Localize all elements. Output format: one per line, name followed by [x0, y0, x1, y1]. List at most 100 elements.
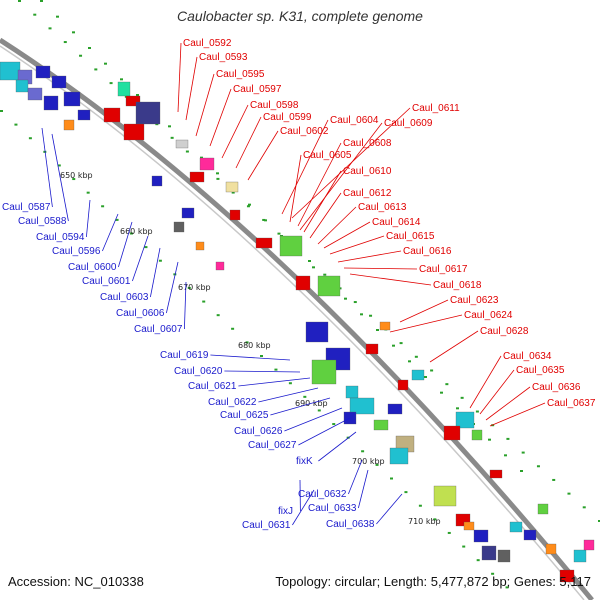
tick-track-inner	[0, 110, 3, 112]
leader-line	[317, 206, 357, 245]
tick-track-mid	[88, 47, 91, 49]
gene-label-reverse: Caul_0594	[36, 232, 85, 243]
gene-label-forward: Caul_0616	[403, 246, 452, 257]
gene-feature	[389, 447, 409, 465]
tick-track-outer	[399, 342, 403, 345]
gene-feature	[455, 411, 475, 429]
tick-track-outer	[369, 314, 373, 317]
gene-label-reverse: Caul_0607	[134, 324, 183, 335]
gene-feature	[295, 275, 311, 291]
summary-text: Topology: circular; Length: 5,477,872 bp…	[275, 574, 591, 589]
tick-track-outer	[246, 205, 250, 208]
gene-feature	[397, 379, 409, 391]
gene-label-reverse: Caul_0601	[82, 276, 131, 287]
gene-label-forward: Caul_0611	[412, 103, 460, 114]
tick-track-outer	[109, 82, 113, 85]
gene-feature	[151, 175, 163, 187]
leader-line	[329, 235, 385, 255]
gene-label-reverse: Caul_0600	[68, 262, 117, 273]
gene-feature	[317, 275, 341, 297]
gene-feature	[51, 75, 67, 89]
leader-line	[292, 489, 315, 526]
gene-label-reverse: Caul_0622	[208, 397, 257, 408]
tick-track-outer	[414, 355, 418, 358]
leader-line	[41, 127, 53, 208]
tick-track-inner	[317, 409, 321, 412]
leader-line	[235, 116, 262, 169]
tick-track-mid	[136, 94, 139, 96]
leader-line	[297, 142, 342, 227]
leader-line	[270, 397, 331, 416]
gene-feature	[537, 503, 549, 515]
leader-line	[485, 386, 531, 421]
tick-track-mid	[424, 376, 427, 378]
gene-feature	[215, 261, 225, 271]
tick-track-outer	[79, 54, 83, 57]
gene-label-forward: Caul_0595	[216, 69, 265, 80]
gene-label-forward: Caul_0599	[263, 112, 312, 123]
gene-feature	[433, 485, 457, 507]
tick-track-mid	[248, 203, 251, 206]
gene-label-forward: Caul_0592	[183, 38, 232, 49]
gene-feature	[27, 87, 43, 101]
tick-track-mid	[72, 31, 75, 34]
leader-line	[323, 221, 371, 249]
tick-track-inner	[158, 259, 162, 262]
gene-label-forward: Caul_0623	[450, 295, 499, 306]
gene-feature	[473, 529, 489, 543]
tick-track-inner	[231, 327, 235, 330]
tick-track-mid	[488, 438, 491, 441]
gene-label-reverse: Caul_0627	[248, 440, 297, 451]
gene-feature	[117, 81, 131, 97]
leader-line	[195, 73, 215, 137]
tick-track-outer	[216, 177, 220, 180]
tick-track-mid	[376, 329, 379, 331]
leader-line	[291, 107, 411, 219]
gene-label-forward: Caul_0613	[358, 202, 407, 213]
leader-line	[389, 314, 463, 333]
gene-feature	[379, 321, 391, 331]
accession-text: Accession: NC_010338	[8, 574, 144, 589]
gene-feature	[345, 385, 359, 399]
gene-label-reverse: Caul_0626	[234, 426, 283, 437]
gene-label-reverse: Caul_0587	[2, 202, 51, 213]
scale-label: 660 kbp	[120, 227, 153, 236]
leader-line	[289, 154, 302, 223]
leader-line	[184, 281, 187, 330]
tick-track-outer	[598, 520, 600, 522]
leader-line	[309, 192, 342, 239]
tick-track-outer	[231, 191, 235, 194]
gene-label-reverse: fixK	[296, 456, 313, 467]
gene-feature	[463, 521, 475, 531]
tick-track-inner	[288, 382, 292, 385]
tick-track-outer	[353, 301, 357, 304]
scale-label: 700 kbp	[352, 457, 385, 466]
gene-label-reverse: Caul_0633	[308, 503, 357, 514]
leader-line	[376, 493, 403, 525]
tick-track-mid	[504, 454, 507, 457]
gene-feature	[189, 171, 205, 183]
tick-track-outer	[170, 136, 174, 139]
leader-line	[298, 417, 351, 446]
tick-track-outer	[63, 41, 67, 44]
tick-track-mid	[264, 219, 267, 222]
tick-track-inner	[476, 559, 480, 562]
gene-label-reverse: Caul_0631	[242, 520, 291, 531]
gene-feature	[123, 123, 145, 141]
gene-feature	[181, 207, 195, 219]
gene-feature	[349, 397, 375, 415]
scale-label: 650 kbp	[60, 171, 93, 180]
tick-track-inner	[245, 341, 249, 344]
gene-feature	[77, 109, 91, 121]
leader-line	[102, 213, 119, 252]
tick-track-mid	[392, 344, 395, 347]
tick-track-inner	[447, 531, 451, 534]
tick-track-outer	[582, 506, 586, 509]
leader-line	[150, 247, 161, 298]
gene-label-forward: Caul_0614	[372, 217, 421, 228]
tick-track-inner	[86, 191, 90, 194]
gene-feature	[43, 95, 59, 111]
gene-label-forward: Caul_0624	[464, 310, 513, 321]
tick-track-inner	[72, 178, 76, 181]
leader-line	[177, 42, 182, 113]
